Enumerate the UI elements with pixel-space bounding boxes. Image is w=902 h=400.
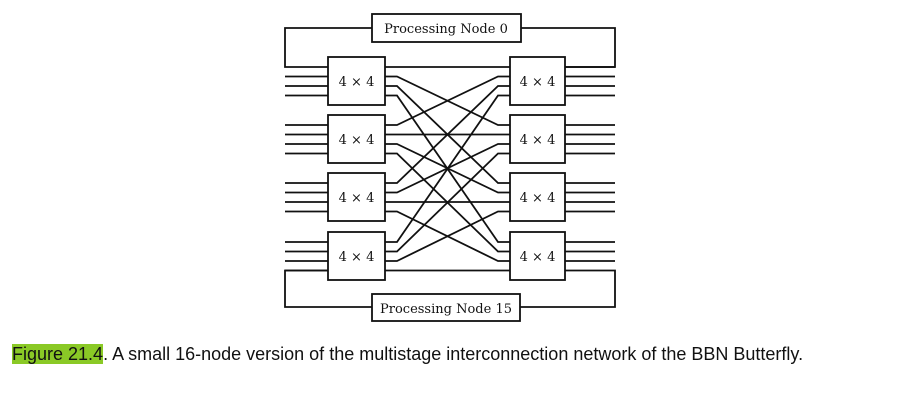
left-switch-3: 4 × 4 [327, 231, 386, 281]
butterfly-link [385, 75, 510, 126]
figure-caption: Figure 21.4. A small 16-node version of … [12, 342, 892, 366]
node-0-output-loop [521, 27, 616, 68]
butterfly-link [385, 94, 510, 243]
switch-label: 4 × 4 [520, 191, 556, 206]
left-switch-0: 4 × 4 [327, 56, 386, 106]
left-switch-2: 4 × 4 [327, 172, 386, 222]
switch-label: 4 × 4 [520, 75, 556, 90]
processing-node-0-label: Processing Node 0 [384, 22, 508, 37]
switch-label: 4 × 4 [339, 191, 375, 206]
switch-label: 4 × 4 [339, 133, 375, 148]
butterfly-network-diagram: 4 × 4 4 × 4 4 × 4 4 × 4 4 × 4 4 × 4 4 × 4 4 × 4… [284, 13, 616, 322]
butterfly-link [385, 210, 510, 262]
right-switch-3: 4 × 4 [509, 231, 566, 281]
node-15-output-loop [520, 269, 616, 308]
butterfly-link [385, 152, 510, 253]
switch-label: 4 × 4 [520, 250, 556, 265]
node-15-input-loop [284, 269, 372, 308]
right-switch-1: 4 × 4 [509, 114, 566, 164]
left-switch-1: 4 × 4 [327, 114, 386, 164]
right-switch-2: 4 × 4 [509, 172, 566, 222]
switch-label: 4 × 4 [339, 75, 375, 90]
processing-node-0: Processing Node 0 [371, 13, 522, 43]
switch-label: 4 × 4 [339, 250, 375, 265]
processing-node-15: Processing Node 15 [371, 293, 521, 322]
figure-reference: Figure 21.4 [12, 344, 104, 364]
node-0-input-loop [284, 27, 372, 68]
processing-node-15-label: Processing Node 15 [380, 302, 512, 317]
switch-label: 4 × 4 [520, 133, 556, 148]
butterfly-link [385, 85, 510, 184]
caption-text: . A small 16-node version of the multist… [103, 344, 804, 364]
right-switch-0: 4 × 4 [509, 56, 566, 106]
